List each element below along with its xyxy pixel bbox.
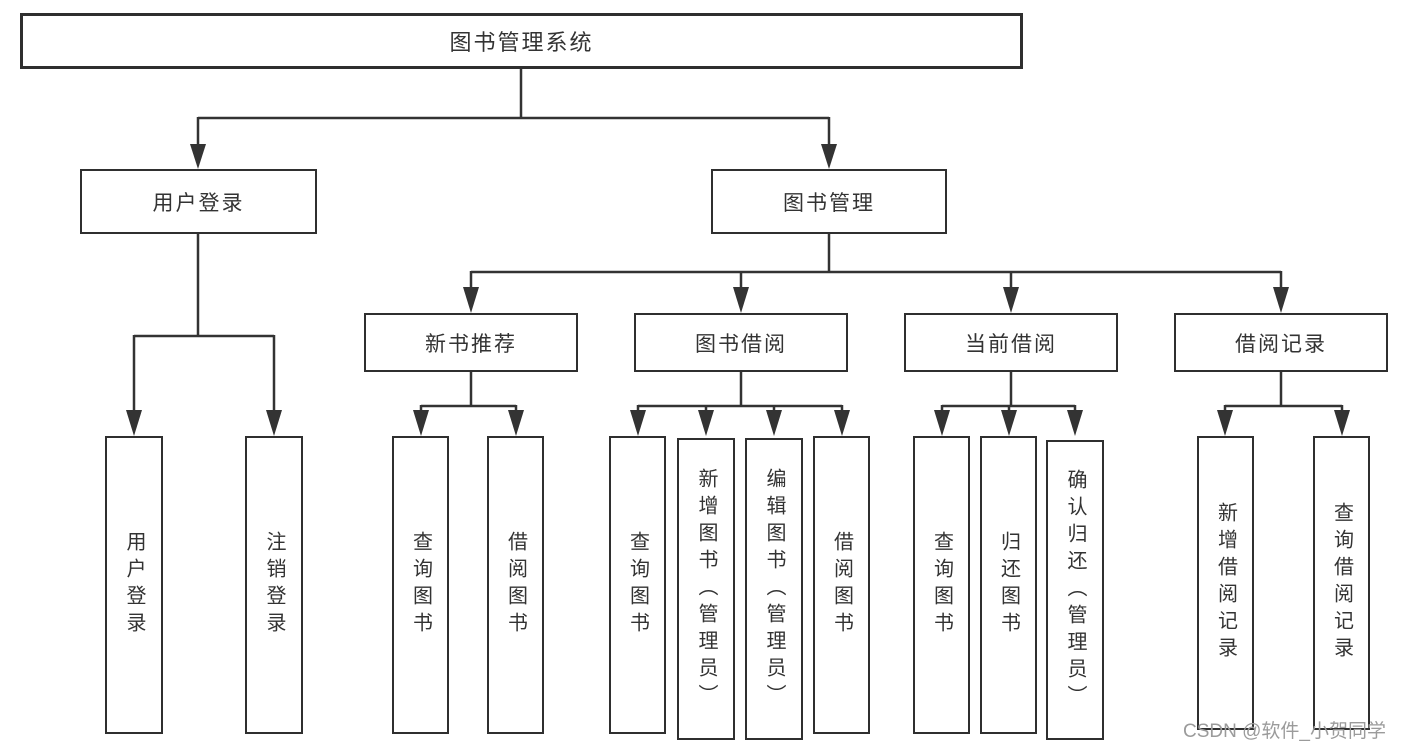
node-leaf-current-confirm-return-admin: 确认归还（管理员） (1046, 440, 1104, 740)
node-leaf-borrow-edit-admin: 编辑图书（管理员） (745, 438, 803, 740)
node-leaf-newbooks-borrow-label: 借阅图书 (504, 531, 527, 639)
node-leaf-current-return: 归还图书 (980, 436, 1037, 734)
node-user-login-module: 用户登录 (80, 169, 317, 234)
node-leaf-current-confirm-return-admin-label: 确认归还（管理员） (1064, 468, 1086, 712)
node-leaf-logout: 注销登录 (245, 436, 303, 734)
node-user-login-module-label: 用户登录 (152, 191, 245, 215)
node-book-management-module-label: 图书管理 (783, 191, 875, 215)
node-borrowing-records: 借阅记录 (1174, 313, 1388, 372)
node-leaf-newbooks-query: 查询图书 (392, 436, 449, 734)
node-current-borrowing: 当前借阅 (904, 313, 1118, 372)
node-current-borrowing-label: 当前借阅 (965, 332, 1057, 356)
node-book-borrowing: 图书借阅 (634, 313, 848, 372)
node-book-management-module: 图书管理 (711, 169, 947, 234)
csdn-watermark: CSDN @软件_小贺同学 (1183, 721, 1386, 742)
node-root-system-label: 图书管理系统 (449, 30, 594, 55)
node-leaf-records-query: 查询借阅记录 (1313, 436, 1370, 730)
node-leaf-current-query-label: 查询图书 (930, 531, 953, 639)
node-borrowing-records-label: 借阅记录 (1235, 332, 1327, 356)
node-new-book-recommend-label: 新书推荐 (425, 332, 517, 356)
node-leaf-borrow-add-admin: 新增图书（管理员） (677, 438, 735, 740)
node-leaf-current-return-label: 归还图书 (997, 531, 1020, 639)
node-book-borrowing-label: 图书借阅 (695, 332, 787, 356)
node-leaf-borrow-edit-admin-label: 编辑图书（管理员） (763, 467, 785, 711)
node-leaf-user-login-label: 用户登录 (123, 531, 145, 639)
node-leaf-current-query: 查询图书 (913, 436, 970, 734)
node-new-book-recommend: 新书推荐 (364, 313, 578, 372)
node-leaf-borrow-query-label: 查询图书 (626, 531, 649, 639)
node-root-system: 图书管理系统 (20, 13, 1023, 69)
node-leaf-borrow-borrow-label: 借阅图书 (830, 531, 853, 639)
node-leaf-logout-label: 注销登录 (263, 531, 285, 639)
node-leaf-user-login: 用户登录 (105, 436, 163, 734)
node-leaf-newbooks-borrow: 借阅图书 (487, 436, 544, 734)
node-leaf-borrow-query: 查询图书 (609, 436, 666, 734)
node-leaf-records-query-label: 查询借阅记录 (1330, 502, 1353, 664)
node-leaf-records-add: 新增借阅记录 (1197, 436, 1254, 730)
node-leaf-borrow-add-admin-label: 新增图书（管理员） (695, 467, 717, 711)
node-leaf-records-add-label: 新增借阅记录 (1214, 502, 1237, 664)
node-leaf-borrow-borrow: 借阅图书 (813, 436, 870, 734)
node-leaf-newbooks-query-label: 查询图书 (409, 531, 432, 639)
